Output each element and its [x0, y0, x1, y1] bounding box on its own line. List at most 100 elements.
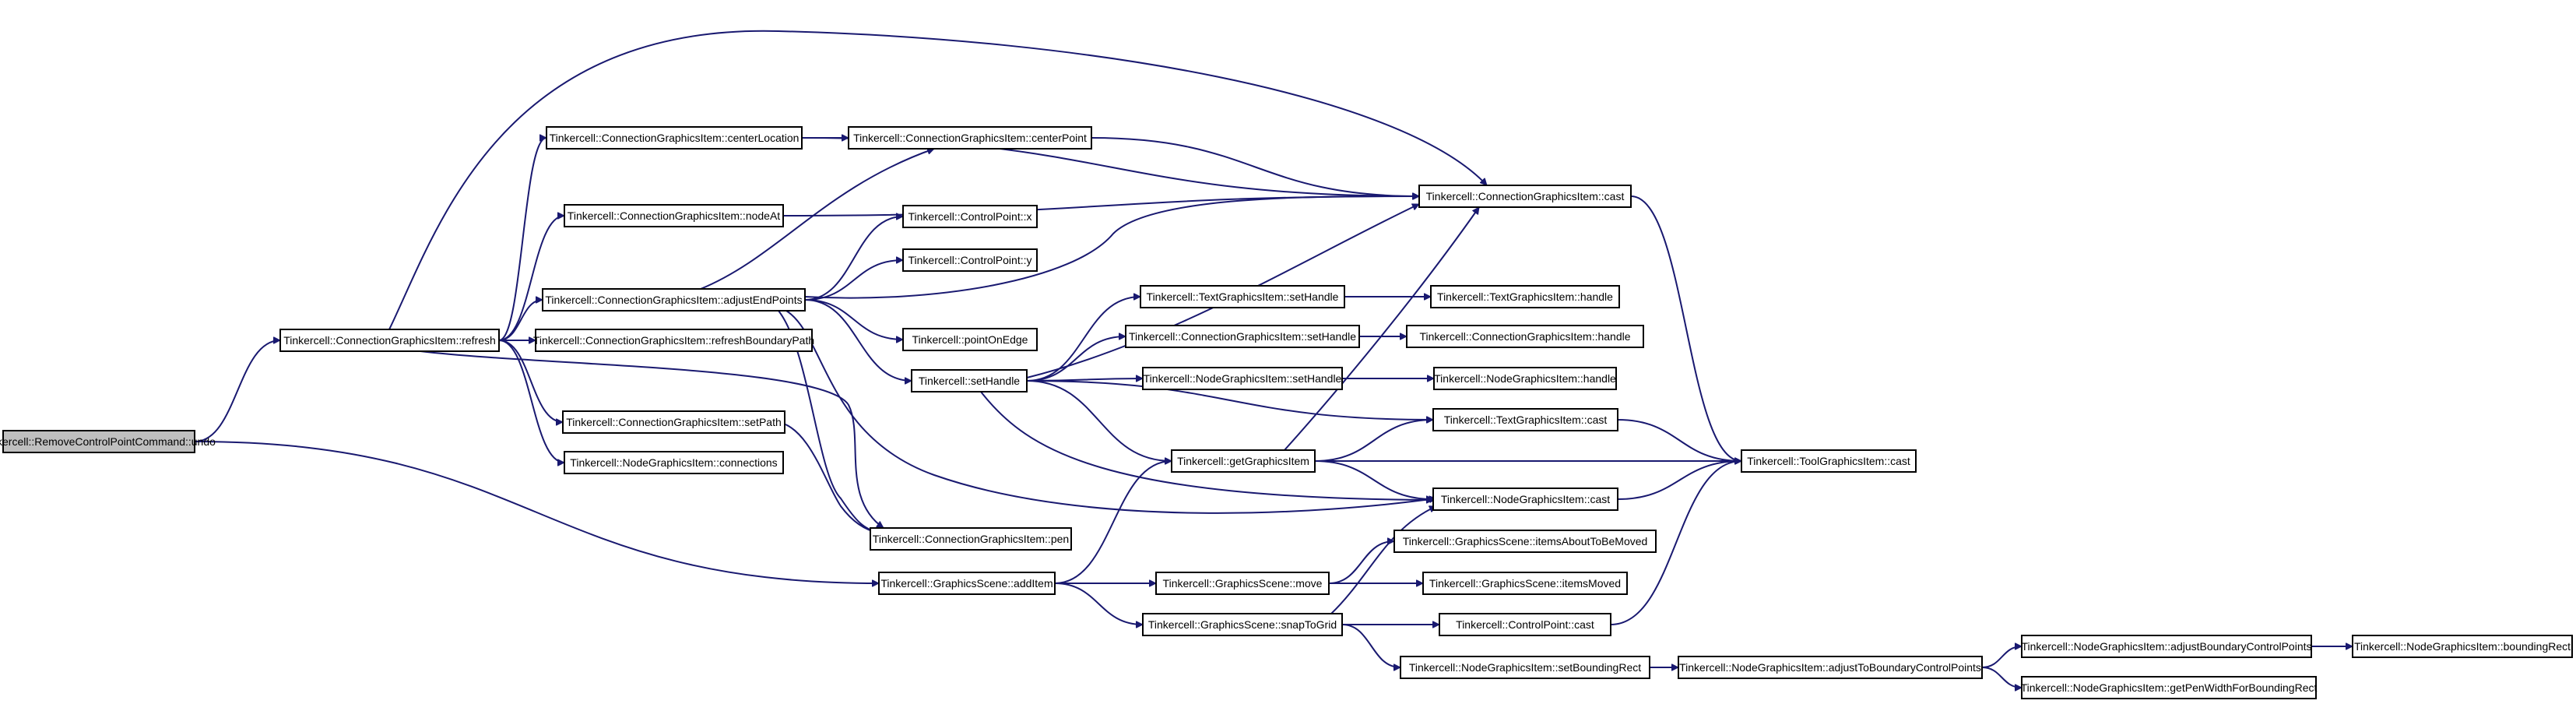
node-box[interactable]: [1406, 325, 1644, 348]
graph-node-ngicast[interactable]: Tinkercell::NodeGraphicsItem::cast: [1432, 488, 1618, 511]
node-label: Tinkercell::ControlPoint::cast: [1456, 618, 1594, 631]
graph-node-sethandle[interactable]: Tinkercell::setHandle: [911, 369, 1028, 392]
graph-node-tgicast[interactable]: Tinkercell::TextGraphicsItem::cast: [1432, 408, 1618, 431]
node-box[interactable]: [1432, 488, 1618, 511]
graph-node-cpy[interactable]: Tinkercell::ControlPoint::y: [902, 248, 1038, 272]
graph-node-setbr[interactable]: Tinkercell::NodeGraphicsItem::setBoundin…: [1400, 656, 1650, 679]
node-box[interactable]: [1140, 285, 1345, 308]
node-box[interactable]: [1418, 185, 1632, 208]
edge-getgi-to-tgicast: [1314, 420, 1433, 462]
edge-snap-to-ngicast: [1330, 505, 1436, 614]
graph-node-ngihandle[interactable]: Tinkercell::NodeGraphicsItem::handle: [1433, 367, 1617, 390]
graph-node-getpen[interactable]: Tinkercell::NodeGraphicsItem::getPenWidt…: [2021, 676, 2318, 699]
node-label: Tinkercell::NodeGraphicsItem::adjustToBo…: [1679, 661, 1981, 674]
node-box[interactable]: [2021, 635, 2312, 658]
node-box[interactable]: [911, 369, 1028, 392]
node-box[interactable]: [870, 527, 1072, 551]
node-box[interactable]: [1432, 408, 1618, 431]
edge-refresh-to-adjend: [498, 300, 543, 341]
edge-undo-to-additem: [194, 441, 879, 583]
node-box[interactable]: [2021, 676, 2317, 699]
node-box[interactable]: [848, 126, 1092, 150]
node-box[interactable]: [279, 329, 500, 352]
node-label: Tinkercell::ConnectionGraphicsItem::pen: [873, 533, 1069, 545]
node-box[interactable]: [1433, 367, 1617, 390]
graph-node-boundrect[interactable]: Tinkercell::NodeGraphicsItem::boundingRe…: [2352, 635, 2573, 658]
node-box[interactable]: [535, 329, 813, 352]
node-box[interactable]: [902, 248, 1038, 272]
node-label: Tinkercell::ControlPoint::x: [908, 210, 1032, 223]
graph-node-cpx[interactable]: Tinkercell::ControlPoint::x: [902, 205, 1038, 228]
graph-node-adjboundcp[interactable]: Tinkercell::NodeGraphicsItem::adjustBoun…: [2021, 635, 2312, 658]
edge-nodeat-to-cgicast: [782, 196, 1419, 216]
node-label: Tinkercell::NodeGraphicsItem::adjustBoun…: [2022, 640, 2312, 653]
node-box[interactable]: [562, 410, 785, 434]
node-label: Tinkercell::NodeGraphicsItem::setHandle: [1144, 372, 1342, 385]
node-box[interactable]: [2352, 635, 2573, 658]
node-box[interactable]: [1142, 613, 1343, 636]
node-box[interactable]: [1142, 367, 1343, 390]
node-box[interactable]: [1741, 449, 1917, 473]
graph-node-toolcast[interactable]: Tinkercell::ToolGraphicsItem::cast: [1741, 449, 1917, 473]
node-label: Tinkercell::ConnectionGraphicsItem::setP…: [566, 416, 782, 428]
graph-node-tgihandle[interactable]: Tinkercell::TextGraphicsItem::handle: [1430, 285, 1620, 308]
edge-sethandle-to-cgisethandle: [1026, 336, 1126, 382]
node-box[interactable]: [1125, 325, 1360, 348]
graph-node-cgihandle[interactable]: Tinkercell::ConnectionGraphicsItem::hand…: [1406, 325, 1644, 348]
graph-node-adjtobound[interactable]: Tinkercell::NodeGraphicsItem::adjustToBo…: [1678, 656, 1983, 679]
graph-node-ngisethandle[interactable]: Tinkercell::NodeGraphicsItem::setHandle: [1142, 367, 1343, 390]
graph-node-cgisethandle[interactable]: Tinkercell::ConnectionGraphicsItem::setH…: [1125, 325, 1360, 348]
graph-node-nodeat[interactable]: Tinkercell::ConnectionGraphicsItem::node…: [564, 204, 784, 227]
graph-node-conns[interactable]: Tinkercell::NodeGraphicsItem::connection…: [564, 451, 784, 474]
edge-ngicast-to-toolcast: [1617, 461, 1741, 500]
graph-node-cpcast[interactable]: Tinkercell::ControlPoint::cast: [1439, 613, 1611, 636]
node-box[interactable]: [1171, 449, 1316, 473]
edge-getgi-to-ngicast: [1314, 460, 1433, 499]
node-box[interactable]: [2, 430, 195, 453]
graph-node-adjend[interactable]: Tinkercell::ConnectionGraphicsItem::adju…: [542, 288, 806, 312]
node-box[interactable]: [902, 205, 1038, 228]
node-box[interactable]: [902, 328, 1038, 351]
edge-tgicast-to-toolcast: [1617, 419, 1741, 461]
node-box[interactable]: [1678, 656, 1983, 679]
graph-node-itemsabout[interactable]: Tinkercell::GraphicsScene::itemsAboutToB…: [1393, 530, 1657, 553]
graph-node-centerloc[interactable]: Tinkercell::ConnectionGraphicsItem::cent…: [546, 126, 803, 150]
edge-sethandle-to-tgisethandle: [1026, 297, 1140, 382]
node-box[interactable]: [1155, 572, 1330, 595]
node-box[interactable]: [1422, 572, 1628, 595]
graph-node-tgisethandle[interactable]: Tinkercell::TextGraphicsItem::setHandle: [1140, 285, 1345, 308]
edge-adjend-to-sethandle: [804, 299, 912, 381]
node-box[interactable]: [542, 288, 806, 312]
node-label: Tinkercell::RemoveControlPointCommand::u…: [0, 435, 216, 448]
graph-node-setpath[interactable]: Tinkercell::ConnectionGraphicsItem::setP…: [562, 410, 785, 434]
graph-node-pointonedge[interactable]: Tinkercell::pointOnEdge: [902, 328, 1038, 351]
graph-node-move[interactable]: Tinkercell::GraphicsScene::move: [1155, 572, 1330, 595]
node-box[interactable]: [1439, 613, 1611, 636]
graph-node-undo[interactable]: Tinkercell::RemoveControlPointCommand::u…: [0, 430, 216, 453]
node-label: Tinkercell::ConnectionGraphicsItem::refr…: [283, 334, 496, 347]
node-box[interactable]: [1400, 656, 1650, 679]
graph-node-additem[interactable]: Tinkercell::GraphicsScene::addItem: [878, 572, 1056, 595]
node-box[interactable]: [564, 204, 784, 227]
node-label: Tinkercell::setHandle: [919, 375, 1020, 387]
node-label: Tinkercell::getGraphicsItem: [1177, 455, 1309, 467]
node-label: Tinkercell::GraphicsScene::snapToGrid: [1148, 618, 1337, 631]
graph-node-refresh[interactable]: Tinkercell::ConnectionGraphicsItem::refr…: [279, 329, 500, 352]
node-box[interactable]: [546, 126, 803, 150]
node-box[interactable]: [1430, 285, 1620, 308]
edge-additem-to-snap: [1054, 583, 1143, 625]
graph-node-snap[interactable]: Tinkercell::GraphicsScene::snapToGrid: [1142, 613, 1343, 636]
node-box[interactable]: [1393, 530, 1657, 553]
node-label: Tinkercell::NodeGraphicsItem::cast: [1441, 493, 1610, 505]
graph-node-itemsmoved[interactable]: Tinkercell::GraphicsScene::itemsMoved: [1422, 572, 1628, 595]
node-box[interactable]: [564, 451, 784, 474]
graph-node-cgicast[interactable]: Tinkercell::ConnectionGraphicsItem::cast: [1418, 185, 1632, 208]
edge-cgicast-to-toolcast: [1630, 195, 1741, 461]
graph-node-getgi[interactable]: Tinkercell::getGraphicsItem: [1171, 449, 1316, 473]
graph-node-pen[interactable]: Tinkercell::ConnectionGraphicsItem::pen: [870, 527, 1072, 551]
node-box[interactable]: [878, 572, 1056, 595]
graph-node-centerpt[interactable]: Tinkercell::ConnectionGraphicsItem::cent…: [848, 126, 1092, 150]
graph-node-refreshbp[interactable]: Tinkercell::ConnectionGraphicsItem::refr…: [533, 329, 814, 352]
edge-refresh-to-pen: [420, 350, 884, 529]
